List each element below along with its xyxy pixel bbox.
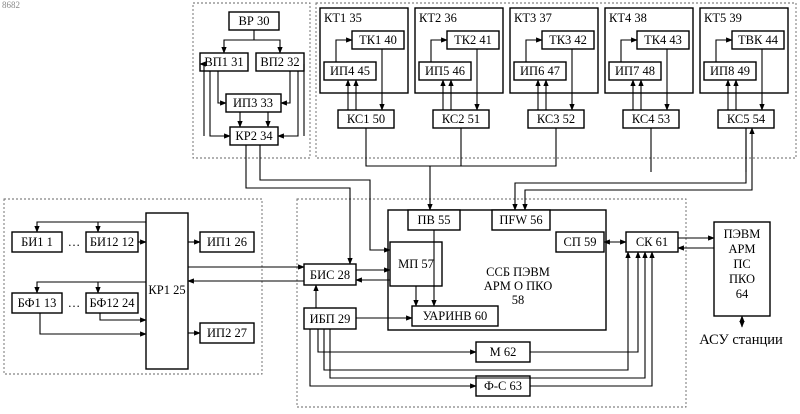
m-label: М 62 — [490, 345, 517, 359]
pv-label: ПВ 55 — [418, 213, 451, 227]
kt-group-4: КТ4 38 ТК4 43 ИП7 48 КС4 53 — [605, 8, 693, 128]
ip6-label: ИП6 47 — [520, 64, 560, 78]
fs-label: Ф-С 63 — [484, 379, 522, 393]
bi12-label: БИ12 12 — [90, 235, 134, 249]
kt4-label: КТ4 38 — [609, 11, 647, 25]
ip7-label: ИП7 48 — [615, 64, 655, 78]
pevm-line-5: 64 — [736, 287, 749, 301]
asu-label: АСУ станции — [699, 332, 783, 348]
kt3-label: КТ3 37 — [514, 11, 552, 25]
ip2-label: ИП2 27 — [207, 326, 247, 340]
pevm-line-3: ПС — [733, 257, 750, 271]
bi1-label: БИ1 1 — [21, 235, 53, 249]
tk2-label: ТК2 41 — [454, 33, 492, 47]
ibp-label: ИБП 29 — [310, 312, 351, 326]
tk4-label: ТК4 43 — [644, 33, 682, 47]
bf12-label: БФ12 24 — [90, 296, 136, 310]
pevm-line-4: ПКО — [729, 272, 755, 286]
ssb-line-1: ССБ ПЭВМ — [486, 265, 550, 279]
left-group-outline — [4, 199, 262, 374]
ssb-line-3: 58 — [512, 293, 525, 307]
bf-dots: … — [68, 296, 81, 310]
bis-label: БИС 28 — [310, 268, 350, 282]
ip4-label: ИП4 45 — [330, 64, 370, 78]
kt-group-1: КТ1 35 ТК1 40 ИП4 45 КС1 50 — [320, 8, 408, 128]
ks5-label: КС5 54 — [727, 112, 766, 126]
pfw-label: ПFW 56 — [499, 213, 542, 227]
tk1-label: ТК1 40 — [359, 33, 397, 47]
bf1-label: БФ1 13 — [18, 296, 57, 310]
mp-label: МП 57 — [398, 257, 434, 271]
ip5-label: ИП5 46 — [425, 64, 465, 78]
kr2-label: КР2 34 — [235, 129, 273, 143]
ip8-label: ИП8 49 — [710, 64, 750, 78]
bi-dots: … — [68, 235, 81, 249]
vr-label: ВР 30 — [239, 14, 270, 28]
top-left-group: ВР 30 ВП1 31 ВП2 32 ИП3 33 КР2 34 — [200, 12, 304, 145]
kr1-label: КР1 25 — [148, 283, 185, 297]
pevm-line-1: ПЭВМ — [724, 227, 761, 241]
tvk-label: ТВК 44 — [738, 33, 779, 47]
kt5-label: КТ5 39 — [704, 11, 742, 25]
kt-group-3: КТ3 37 ТК3 42 ИП6 47 КС3 52 — [510, 8, 598, 128]
sk-label: СК 61 — [636, 235, 668, 249]
ks2-label: КС2 51 — [442, 112, 480, 126]
tk3-label: ТК3 42 — [549, 33, 587, 47]
ks4-label: КС4 53 — [632, 112, 670, 126]
kt2-label: КТ2 36 — [419, 11, 457, 25]
corner-number: 8682 — [2, 0, 20, 10]
ip3-label: ИП3 33 — [233, 96, 273, 110]
ip1-label: ИП1 26 — [207, 235, 247, 249]
vp1-label: ВП1 31 — [204, 55, 243, 69]
left-group: БИ1 1 … БИ12 12 БФ1 13 … БФ12 24 КР1 25 … — [12, 213, 254, 369]
kt-group-5: КТ5 39 ТВК 44 ИП8 49 КС5 54 — [700, 8, 788, 128]
ks1-label: КС1 50 — [347, 112, 385, 126]
pevm-line-2: АРМ — [728, 242, 755, 256]
uarinv-label: УАРИНВ 60 — [423, 309, 487, 323]
ssb-line-2: АРМ О ПКО — [484, 279, 552, 293]
vp2-label: ВП2 32 — [260, 55, 299, 69]
sp-label: СП 59 — [564, 235, 597, 249]
kt1-label: КТ1 35 — [324, 11, 362, 25]
ks3-label: КС3 52 — [537, 112, 575, 126]
pevm-block: ПЭВМ АРМ ПС ПКО 64 АСУ станции — [699, 222, 783, 348]
kt-group-2: КТ2 36 ТК2 41 ИП5 46 КС2 51 — [415, 8, 503, 128]
